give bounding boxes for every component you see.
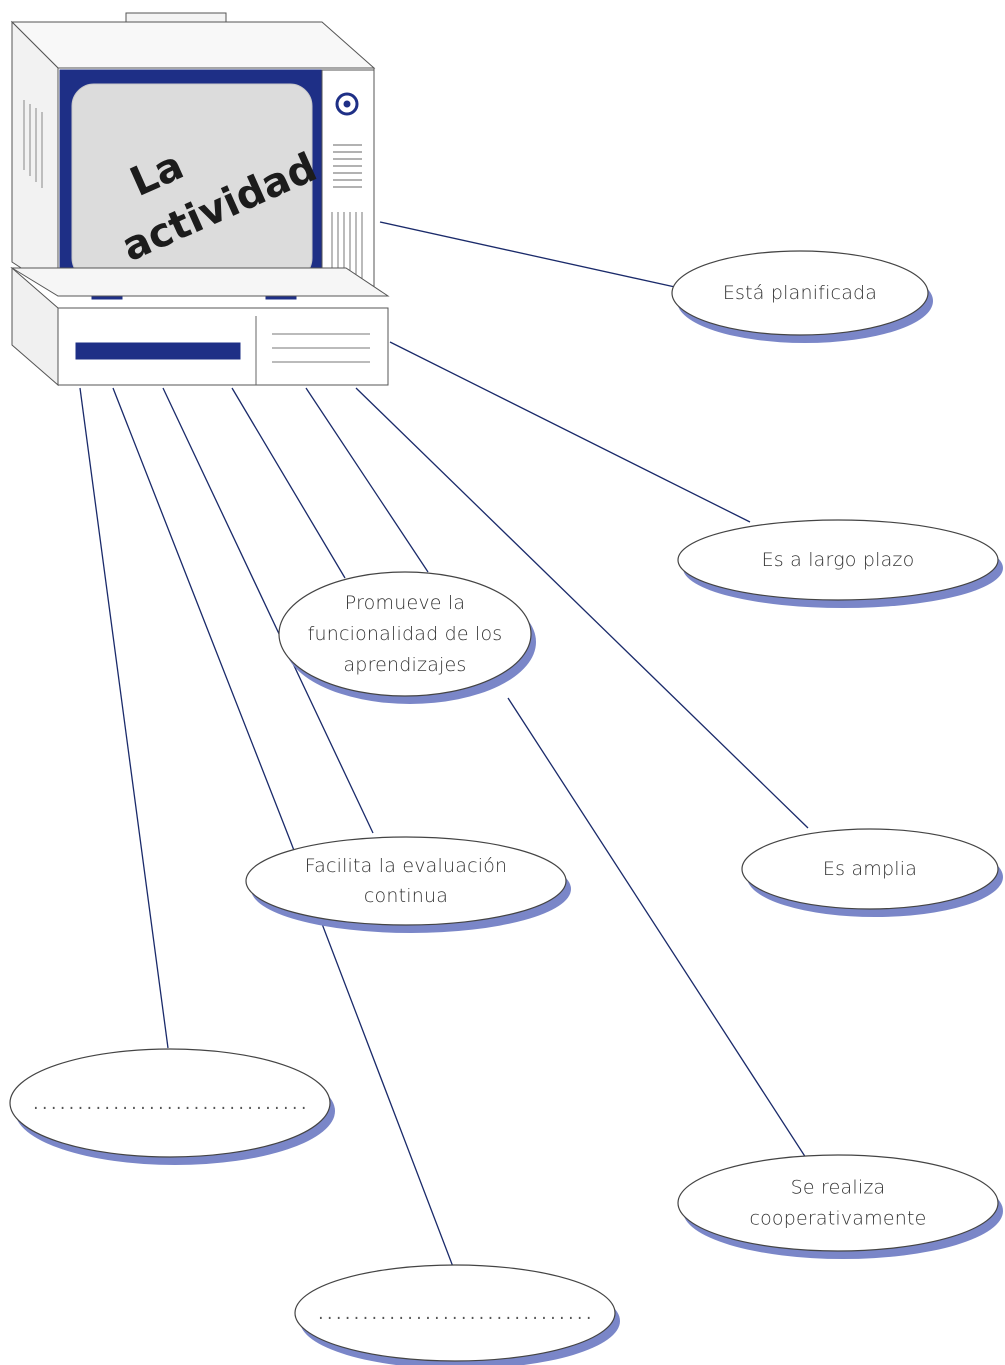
bubble-cooperativamente: Se realiza cooperativamente <box>677 1154 1003 1259</box>
connector-lines <box>79 221 809 1273</box>
bubble-amplia: Es amplia <box>741 828 1003 917</box>
bubble-blank-2: ............................... <box>294 1264 620 1365</box>
base-top <box>10 267 390 297</box>
bubble-shape <box>677 519 999 601</box>
bubble-label: Promueve la <box>345 592 465 614</box>
bubble-shape <box>9 1048 331 1158</box>
bubble-label: funcionalidad de los <box>308 623 503 645</box>
connector-blank-2 <box>112 387 456 1273</box>
connector-evaluacion <box>162 387 374 834</box>
disk-drive-icon <box>75 342 241 360</box>
blank-answer-line[interactable]: ............................... <box>32 1097 309 1113</box>
connector-amplia <box>355 387 809 829</box>
bubble-shape <box>741 828 999 910</box>
monitor-top <box>10 21 376 69</box>
computer-monitor-icon <box>10 12 390 387</box>
characteristic-bubbles: Está planificada Es a largo plazoPromueve… <box>9 250 1003 1365</box>
connector-cooperativamente <box>507 697 807 1159</box>
bubble-label: Es amplia <box>823 858 917 880</box>
connector-planificada <box>379 221 676 288</box>
speaker-grille <box>333 144 362 188</box>
bubble-evaluacion: Facilita la evaluación continua <box>245 836 571 933</box>
connector-funcionalidad-b <box>305 387 429 573</box>
bubble-shape <box>278 571 532 697</box>
bubble-label: Se realiza <box>791 1177 886 1199</box>
bubble-label: aprendizajes <box>343 654 466 676</box>
monitor-side <box>11 20 59 293</box>
bubble-funcionalidad: Promueve la funcionalidad de los aprendiza… <box>278 571 536 704</box>
bubble-blank-1: ............................... <box>9 1048 335 1165</box>
blank-answer-line[interactable]: ............................... <box>317 1307 594 1323</box>
bubble-largo-plazo: Es a largo plazo <box>677 519 1003 608</box>
base-vents <box>272 333 370 363</box>
connector-largo-plazo <box>389 341 751 523</box>
bubble-shape <box>677 1154 999 1252</box>
bubble-planificada: Está planificada <box>671 250 933 343</box>
bubble-label: Está planificada <box>723 282 877 304</box>
bubble-shape <box>671 250 929 336</box>
bubble-label: cooperativamente <box>749 1208 926 1230</box>
bubble-shape <box>245 836 567 926</box>
connector-blank-1 <box>79 387 169 1049</box>
vent-slots-left <box>23 100 43 188</box>
connector-funcionalidad-a <box>231 387 346 579</box>
bubble-shape <box>294 1264 616 1362</box>
bubble-label: Es a largo plazo <box>762 549 915 571</box>
bubble-label: Facilita la evaluación <box>305 855 508 877</box>
bubble-label: continua <box>364 885 448 907</box>
